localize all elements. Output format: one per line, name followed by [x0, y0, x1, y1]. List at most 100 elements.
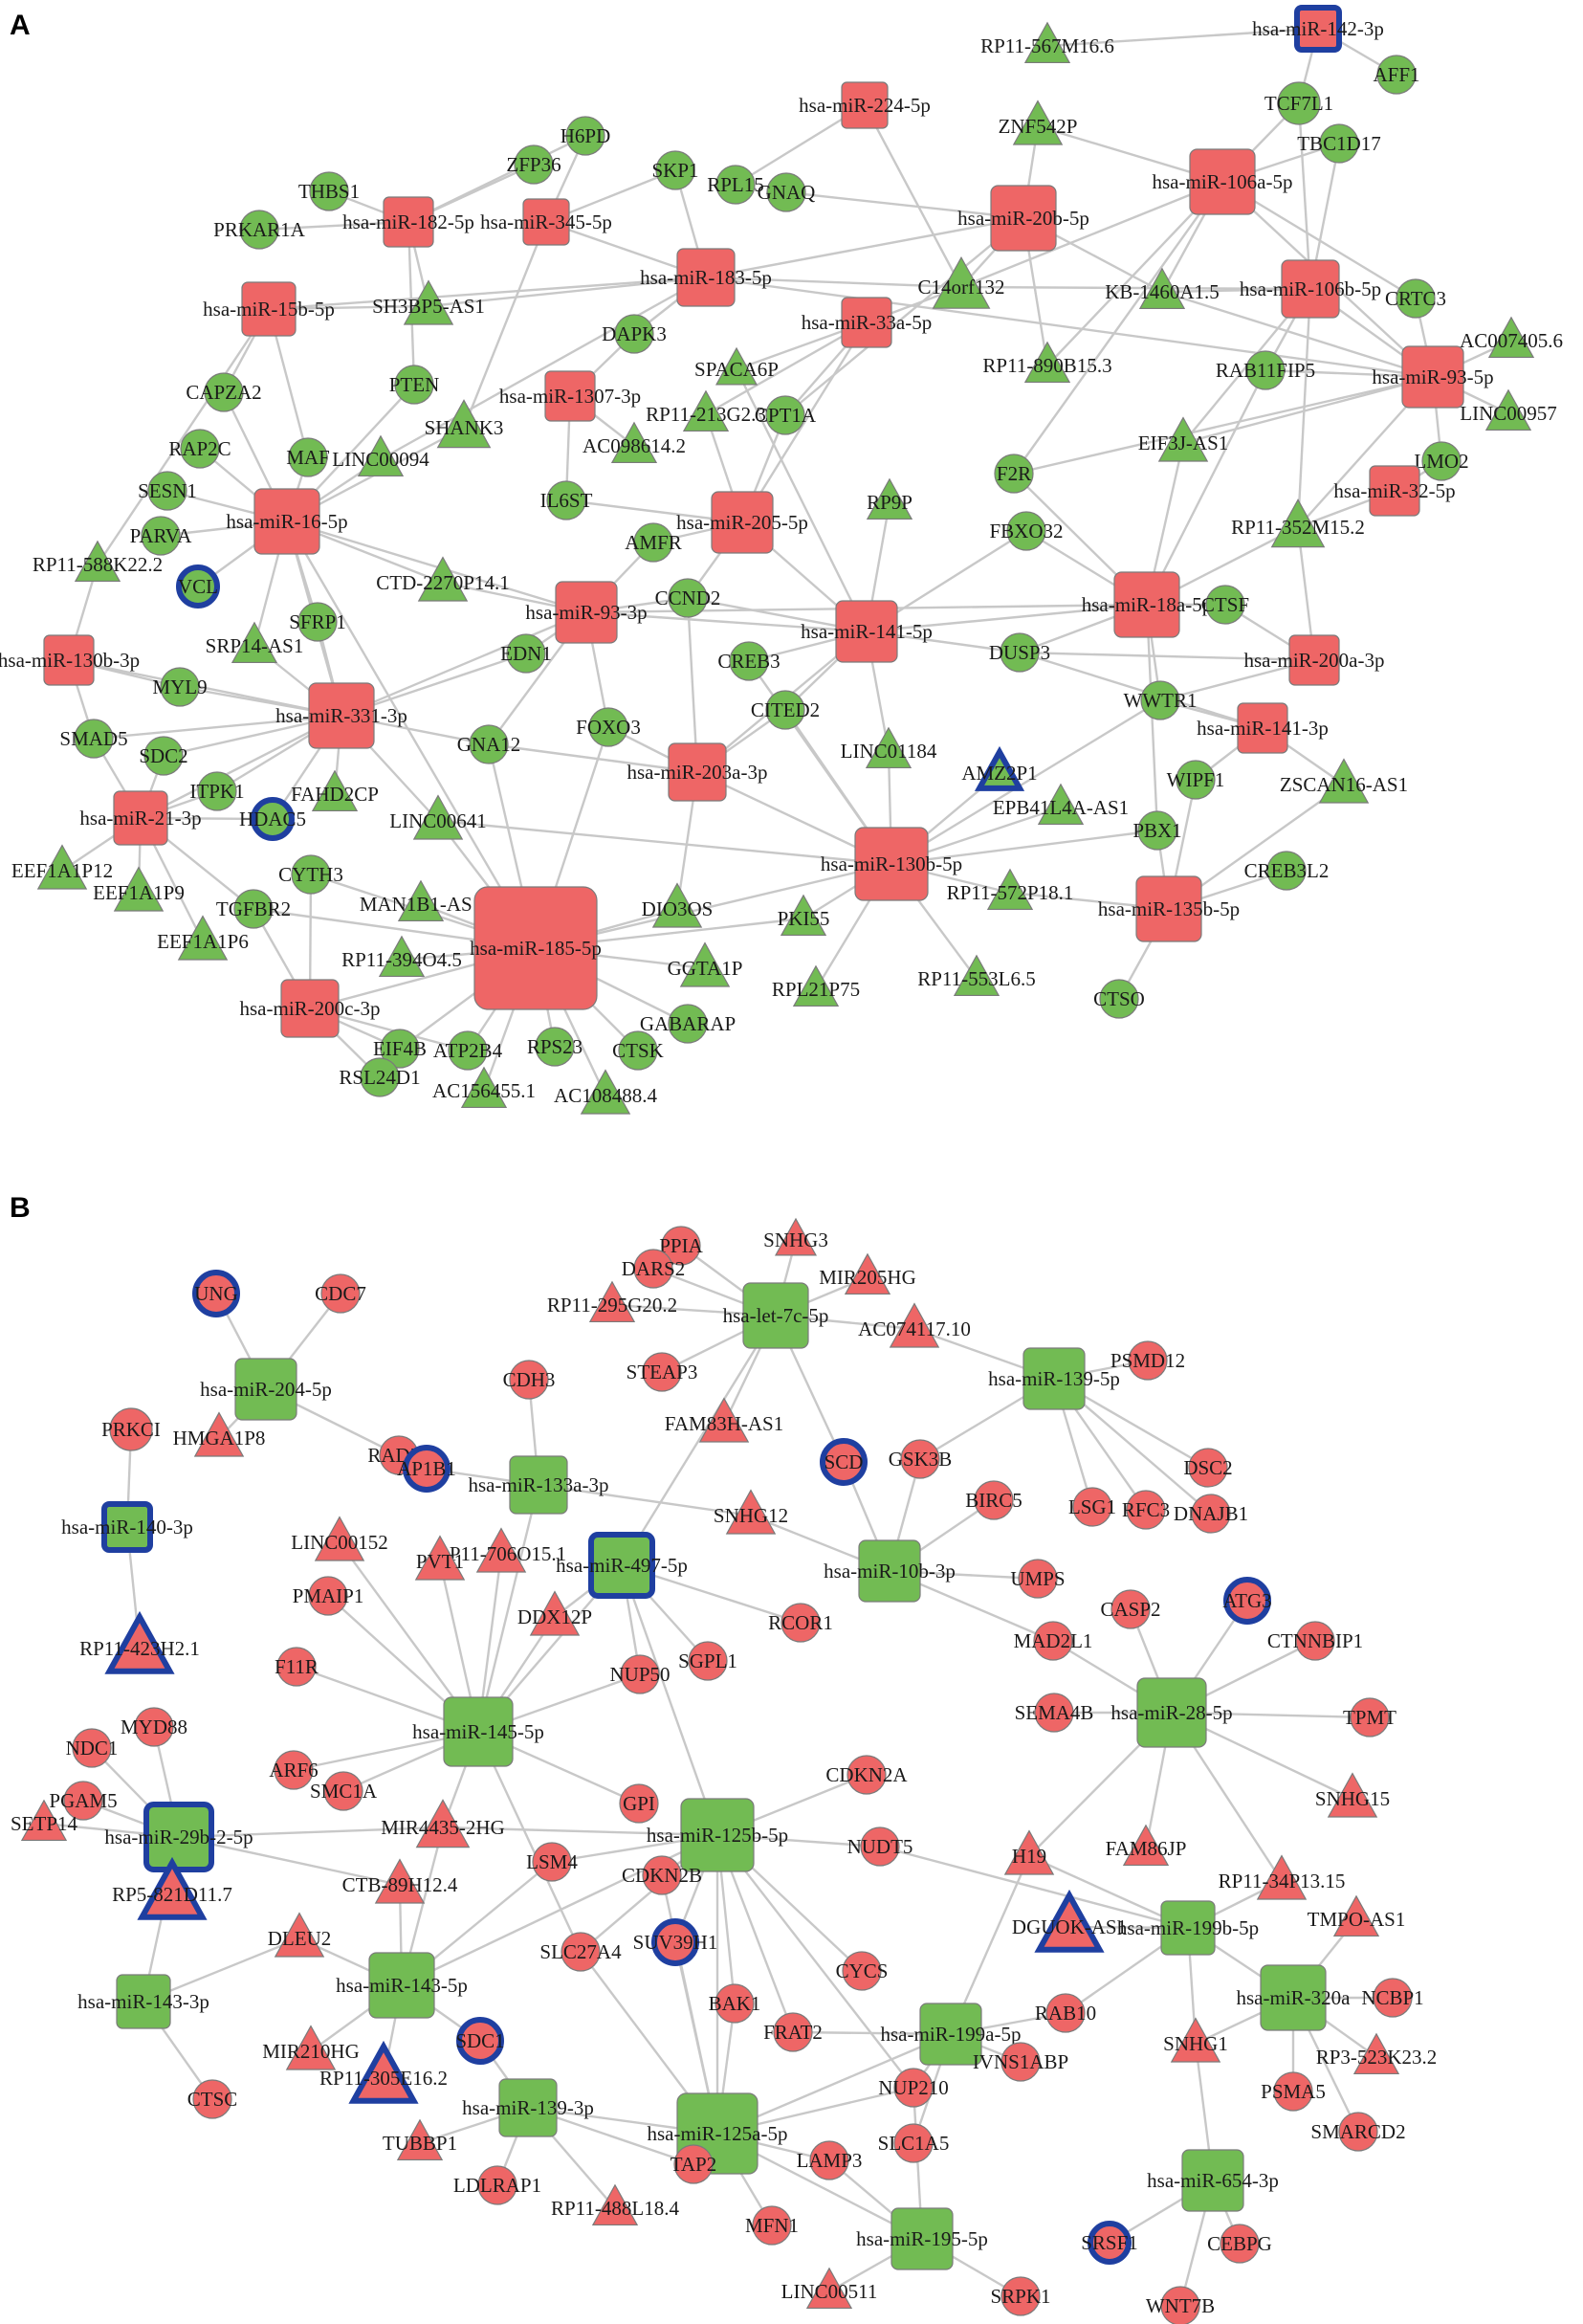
node-rfc3[interactable]: RFC3 [1122, 1490, 1170, 1530]
node-hsa-mir-125a-5p[interactable]: hsa-miR-125a-5p [648, 2092, 788, 2175]
node-sdc1[interactable]: SDC1 [455, 2017, 505, 2065]
node-srp14-as1[interactable]: SRP14-AS1 [206, 621, 304, 664]
node-wwtr1[interactable]: WWTR1 [1124, 680, 1198, 720]
node-snhg12[interactable]: SNHG12 [714, 1489, 788, 1535]
node-sdc2[interactable]: SDC2 [139, 736, 188, 776]
node-eef1a1p9[interactable]: EEF1A1P9 [93, 866, 185, 912]
node-c14orf132[interactable]: C14orf132 [918, 255, 1005, 309]
node-hsa-mir-199a-5p[interactable]: hsa-miR-199a-5p [881, 2003, 1022, 2066]
node-linc00511[interactable]: LINC00511 [781, 2267, 878, 2310]
node-thbs1[interactable]: THBS1 [298, 171, 360, 211]
node-sema4b[interactable]: SEMA4B [1015, 1693, 1094, 1733]
node-rp11-890b15-3[interactable]: RP11-890B15.3 [982, 341, 1112, 384]
node-atg3[interactable]: ATG3 [1222, 1577, 1272, 1625]
node-ddx12p[interactable]: DDX12P [517, 1590, 592, 1636]
node-smad5[interactable]: SMAD5 [59, 719, 128, 759]
node-hsa-mir-140-3p[interactable]: hsa-miR-140-3p [61, 1501, 193, 1553]
node-eef1a1p12[interactable]: EEF1A1P12 [11, 844, 113, 890]
node-rp11-706o15-1[interactable]: RP11-706O15.1 [436, 1527, 566, 1573]
node-fahd2cp[interactable]: FAHD2CP [291, 769, 379, 812]
node-hsa-mir-143-5p[interactable]: hsa-miR-143-5p [336, 1952, 468, 2019]
node-foxo3[interactable]: FOXO3 [576, 707, 641, 747]
node-rp9p[interactable]: RP9P [866, 477, 913, 520]
node-hsa-mir-106a-5p[interactable]: hsa-miR-106a-5p [1153, 148, 1293, 215]
node-hsa-mir-93-3p[interactable]: hsa-miR-93-3p [525, 581, 648, 644]
node-hsa-mir-345-5p[interactable]: hsa-miR-345-5p [480, 198, 612, 246]
node-itpk1[interactable]: ITPK1 [189, 771, 245, 811]
node-hsa-mir-145-5p[interactable]: hsa-miR-145-5p [412, 1696, 544, 1767]
node-kb-1460a1-5[interactable]: KB-1460A1.5 [1105, 267, 1220, 310]
node-ac108488-4[interactable]: AC108488.4 [554, 1069, 657, 1115]
node-epb41l4a-as1[interactable]: EPB41L4A-AS1 [993, 783, 1129, 826]
node-hsa-mir-20b-5p[interactable]: hsa-miR-20b-5p [957, 185, 1089, 252]
node-rp11-423h2-1[interactable]: RP11-423H2.1 [79, 1610, 200, 1674]
node-hsa-mir-224-5p[interactable]: hsa-miR-224-5p [799, 81, 931, 129]
node-hsa-mir-199b-5p[interactable]: hsa-miR-199b-5p [1117, 1900, 1259, 1956]
node-hsa-mir-139-5p[interactable]: hsa-miR-139-5p [988, 1347, 1120, 1410]
node-linc00641[interactable]: LINC00641 [389, 794, 487, 840]
node-hsa-let-7c-5p[interactable]: hsa-let-7c-5p [723, 1282, 829, 1349]
node-dguok-as1[interactable]: DGUOK-AS1 [1012, 1889, 1127, 1953]
node-parva[interactable]: PARVA [130, 516, 193, 556]
node-dusp3[interactable]: DUSP3 [989, 632, 1050, 673]
node-tap2[interactable]: TAP2 [671, 2144, 717, 2184]
node-ac156455-1[interactable]: AC156455.1 [432, 1066, 536, 1109]
node-myl9[interactable]: MYL9 [152, 667, 208, 707]
node-hsa-mir-185-5p[interactable]: hsa-miR-185-5p [470, 886, 602, 1010]
node-gpi[interactable]: GPI [619, 1783, 659, 1824]
node-rp3-523k23-2[interactable]: RP3-523K23.2 [1316, 2032, 1438, 2075]
node-rp11-295g20-2[interactable]: RP11-295G20.2 [547, 1280, 677, 1323]
node-smarcd2[interactable]: SMARCD2 [1310, 2112, 1406, 2152]
node-tubbp1[interactable]: TUBBP1 [383, 2118, 457, 2161]
node-rp11-488l18-4[interactable]: RP11-488L18.4 [551, 2183, 679, 2226]
node-mfn1[interactable]: MFN1 [745, 2205, 799, 2246]
node-hsa-mir-142-3p[interactable]: hsa-miR-142-3p [1252, 5, 1384, 53]
node-amz2p1[interactable]: AMZ2P1 [961, 745, 1038, 791]
node-cyth3[interactable]: CYTH3 [278, 854, 343, 895]
node-dnajb1[interactable]: DNAJB1 [1174, 1494, 1248, 1534]
node-suv39h1[interactable]: SUV39H1 [633, 1918, 718, 1966]
node-cdkn2b[interactable]: CDKN2B [622, 1855, 702, 1895]
node-prkci[interactable]: PRKCI [101, 1407, 161, 1451]
node-hsa-mir-143-3p[interactable]: hsa-miR-143-3p [77, 1974, 209, 2029]
node-rp11-567m16-6[interactable]: RP11-567M16.6 [980, 21, 1114, 64]
node-mir205hg[interactable]: MIR205HG [819, 1252, 916, 1295]
node-hsa-mir-139-3p[interactable]: hsa-miR-139-3p [462, 2078, 594, 2137]
node-dars2[interactable]: DARS2 [622, 1249, 686, 1289]
node-ctsc[interactable]: CTSC [187, 2079, 238, 2119]
node-zfp36[interactable]: ZFP36 [506, 144, 561, 185]
node-mir4435-2hg[interactable]: MIR4435-2HG [381, 1799, 505, 1848]
node-rp11-305e16-2[interactable]: RP11-305E16.2 [319, 2040, 448, 2104]
node-h19[interactable]: H19 [1003, 1829, 1055, 1875]
node-pgam5[interactable]: PGAM5 [49, 1781, 118, 1821]
node-linc00152[interactable]: LINC00152 [291, 1516, 388, 1561]
node-ggta1p[interactable]: GGTA1P [668, 941, 743, 987]
node-wipf1[interactable]: WIPF1 [1167, 760, 1225, 800]
node-hdac5[interactable]: HDAC5 [239, 797, 306, 841]
node-eif3j-as1[interactable]: EIF3J-AS1 [1138, 416, 1229, 462]
node-spaca6p[interactable]: SPACA6P [694, 346, 779, 386]
node-hsa-mir-203a-3p[interactable]: hsa-miR-203a-3p [627, 742, 768, 802]
node-rsl24d1[interactable]: RSL24D1 [339, 1057, 421, 1097]
node-skp1[interactable]: SKP1 [651, 150, 699, 190]
node-ivns1abp[interactable]: IVNS1ABP [973, 2042, 1068, 2082]
node-srpk1[interactable]: SRPK1 [990, 2276, 1051, 2316]
node-capza2[interactable]: CAPZA2 [186, 372, 262, 412]
node-psmd12[interactable]: PSMD12 [1110, 1340, 1185, 1381]
node-wnt7b[interactable]: WNT7B [1146, 2286, 1215, 2324]
node-hsa-mir-141-3p[interactable]: hsa-miR-141-3p [1197, 702, 1329, 754]
node-h6pd[interactable]: H6PD [561, 116, 611, 156]
node-aff1[interactable]: AFF1 [1373, 55, 1420, 95]
node-znf542p[interactable]: ZNF542P [999, 100, 1078, 145]
node-gabarap[interactable]: GABARAP [640, 1004, 736, 1044]
node-ac074117-10[interactable]: AC074117.10 [858, 1302, 971, 1348]
node-hsa-mir-200c-3p[interactable]: hsa-miR-200c-3p [240, 979, 381, 1038]
node-f11r[interactable]: F11R [275, 1647, 319, 1687]
node-ctb-89h12-4[interactable]: CTB-89H12.4 [342, 1858, 458, 1904]
node-hsa-mir-654-3p[interactable]: hsa-miR-654-3p [1147, 2149, 1279, 2212]
node-psma5[interactable]: PSMA5 [1261, 2071, 1326, 2112]
node-eif4b[interactable]: EIF4B [373, 1029, 427, 1069]
node-linc00094[interactable]: LINC00094 [332, 434, 429, 477]
node-hsa-mir-18a-5p[interactable]: hsa-miR-18a-5p [1082, 571, 1212, 638]
node-rp11-34p13-15[interactable]: RP11-34P13.15 [1219, 1854, 1346, 1900]
